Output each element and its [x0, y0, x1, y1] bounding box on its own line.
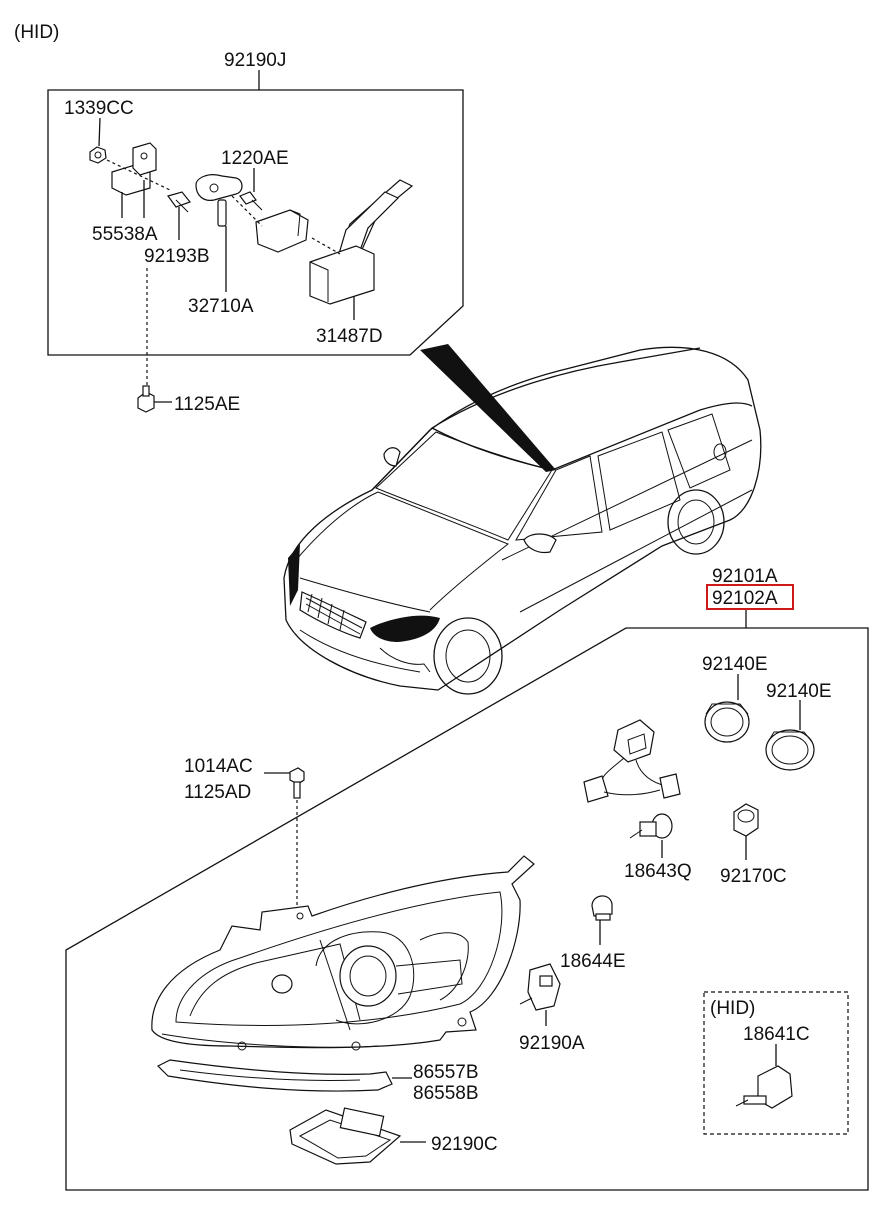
rod-bracket-31487d[interactable]: [309, 179, 414, 305]
leveling-assembly-box: [47, 70, 464, 356]
dust-cap-92140e-b[interactable]: [765, 729, 815, 771]
headlamp-assembly-box: [65, 610, 869, 1191]
sensor-link-32710a[interactable]: [195, 174, 309, 253]
part-label-1125AE[interactable]: 1125AE: [174, 394, 240, 415]
hid-option-box: [703, 991, 849, 1135]
bolt-1014ac[interactable]: [289, 767, 305, 799]
location-pointer: [420, 344, 556, 472]
part-label-1014AC[interactable]: 1014AC: [184, 756, 253, 777]
bracket-55538a[interactable]: [106, 142, 171, 196]
hid-box-label: (HID): [710, 998, 755, 1019]
part-label-55538A[interactable]: 55538A: [92, 224, 158, 245]
car-illustration: [283, 346, 762, 695]
screw-1125ae[interactable]: [137, 385, 155, 413]
part-label-92102A[interactable]: 92102A: [712, 588, 778, 609]
part-label-1125AD[interactable]: 1125AD: [184, 782, 251, 803]
headlamp-unit[interactable]: [151, 855, 535, 1051]
bulb-18643q[interactable]: [629, 813, 673, 839]
screw-1220ae[interactable]: [239, 191, 263, 211]
socket-92190a[interactable]: [519, 963, 561, 1011]
top-variant-label: (HID): [14, 22, 59, 43]
part-label-92170C[interactable]: 92170C: [720, 866, 787, 887]
part-label-18644E[interactable]: 18644E: [560, 951, 626, 972]
nut-1339cc[interactable]: [89, 146, 107, 164]
dust-cap-92140e-a[interactable]: [704, 701, 750, 743]
part-label-92190A[interactable]: 92190A: [519, 1033, 585, 1054]
bulb-18644e[interactable]: [591, 895, 613, 921]
part-label-92140E-b[interactable]: 92140E: [766, 681, 832, 702]
part-label-92101A[interactable]: 92101A: [712, 566, 778, 587]
part-label-18643Q[interactable]: 18643Q: [624, 861, 692, 882]
hid-bulb-18641c[interactable]: [735, 1065, 793, 1109]
highlight-box-92102A: [706, 584, 794, 610]
part-label-1220AE[interactable]: 1220AE: [221, 148, 289, 169]
part-label-31487D[interactable]: 31487D: [316, 326, 383, 347]
part-label-92190J[interactable]: 92190J: [224, 50, 286, 71]
wiring-harness: [583, 719, 681, 803]
part-label-18641C[interactable]: 18641C: [743, 1024, 810, 1045]
part-label-92140E-a[interactable]: 92140E: [702, 654, 768, 675]
bolt-92193b[interactable]: [167, 191, 191, 213]
part-label-32710A[interactable]: 32710A: [188, 296, 254, 317]
part-label-86557B[interactable]: 86557B: [413, 1062, 479, 1083]
socket-92170c[interactable]: [733, 803, 759, 837]
part-label-92190C[interactable]: 92190C: [431, 1134, 498, 1155]
trim-strip-86557b[interactable]: [156, 1059, 393, 1092]
ballast-92190c[interactable]: [289, 1107, 402, 1165]
part-label-1339CC[interactable]: 1339CC: [64, 98, 134, 119]
part-label-92193B[interactable]: 92193B: [144, 246, 210, 267]
part-label-86558B[interactable]: 86558B: [413, 1083, 479, 1104]
